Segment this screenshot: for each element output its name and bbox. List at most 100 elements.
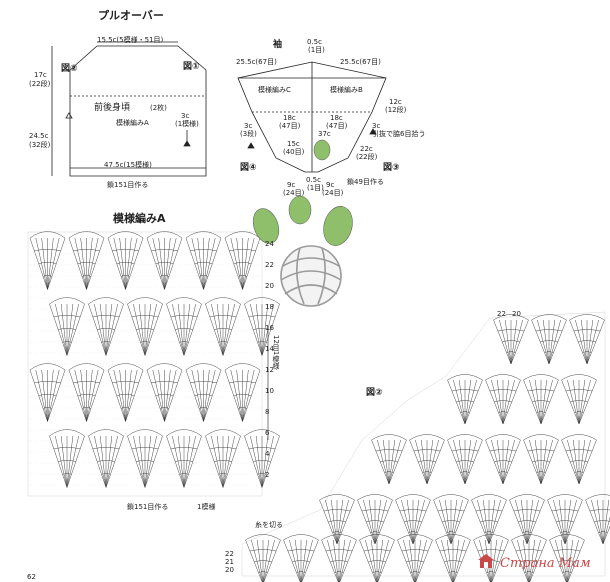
chart-b-motif [371, 434, 407, 485]
sleeve-center-length: 37c [318, 130, 331, 138]
chart-b-motif [447, 434, 483, 485]
yarn-ball-logo [252, 139, 353, 307]
chart-a-one-pattern: 1模様 [197, 503, 216, 511]
sleeve-bottom-left-stitches: (24目) [283, 189, 305, 197]
sleeve-bottom-mid: 0.5c [306, 176, 321, 184]
edge-rows: (1模様) [175, 120, 199, 128]
sleeve-bottom-right-stitches: (24目) [322, 189, 344, 197]
chart-b-motif [493, 314, 529, 365]
sleeve-side-right-rows: (12段) [385, 106, 407, 114]
chart-a-row-number: 12 [265, 366, 274, 374]
sleeve-bottom-left: 9c [287, 181, 296, 189]
sleeve-mid-right-stitches: (47目) [326, 122, 348, 130]
chart-a-motif [107, 231, 144, 290]
fig3-label: 図③ [383, 163, 400, 173]
watermark-text: Страна Мам [500, 556, 591, 571]
sleeve-marker-right [369, 128, 377, 135]
chart-b-motif [561, 374, 597, 425]
chart-b-motif [585, 494, 610, 545]
sleeve-marker-left [247, 142, 255, 149]
chart-b-motif [245, 534, 281, 582]
chart-a-motif [185, 363, 222, 422]
chart-a-motif [205, 429, 241, 488]
chart-a-motif [68, 363, 105, 422]
chart-a-row-number: 8 [265, 408, 270, 416]
sleeve-start-note: 鎖49目作る [347, 178, 384, 186]
chart-b-motif [397, 534, 433, 582]
chart-b-motif [435, 534, 471, 582]
chart-b-motif [523, 434, 559, 485]
stitch-chart-b [241, 311, 610, 582]
chart-a-motif [49, 297, 85, 356]
sleeve-side-left-rows: (3段) [240, 130, 257, 138]
sleeve-outline [237, 61, 387, 173]
chart-b-end-label: 糸を切る [255, 521, 283, 529]
sleeve-inner-left-stitches: (40目) [283, 148, 305, 156]
chart-a-motif [29, 363, 66, 422]
chart-a-motif [146, 231, 183, 290]
chart-a-row-number: 10 [265, 387, 274, 395]
chart-a-row-number: 18 [265, 303, 274, 311]
chart-a-motif [244, 429, 280, 488]
edge-width: 3c [181, 112, 190, 120]
chart-b-motif [523, 374, 559, 425]
sleeve-bottom-right-rows: (22段) [356, 153, 378, 161]
chart-b-row-21: 21 [225, 558, 234, 566]
chart-b-row-20: 20 [225, 566, 234, 574]
chart-b-motif [359, 534, 395, 582]
marker-triangle-left [65, 112, 73, 119]
chart-b-motif [569, 314, 605, 365]
chart-a-motif [166, 297, 202, 356]
chart-b-motif [561, 434, 597, 485]
chart-a-title: 模様編みA [113, 212, 166, 225]
sleeve-bottom-right-w: 9c [326, 181, 335, 189]
sleeve-bottom-right: 22c [360, 145, 373, 153]
chart-b-motif [447, 374, 483, 425]
sleeve-edge-right-note: 引抜で脇6目拾う [372, 130, 426, 138]
sleeve-right-width: 25.5c(67目) [340, 58, 381, 66]
page-number: 62 [27, 573, 36, 581]
chart-a-motif [88, 429, 124, 488]
chart-b-motif [321, 534, 357, 582]
panel-pattern: 模様編みA [116, 119, 149, 127]
chart-b-motif [409, 434, 445, 485]
sleeve-left-width: 25.5c(67目) [236, 58, 277, 66]
chart-b-motif [283, 534, 319, 582]
chart-a-row-number: 16 [265, 324, 274, 332]
chart-a-start-note: 鎖151目作る [127, 503, 169, 511]
chart-b-motif [395, 494, 431, 545]
marker-triangle-right [183, 140, 191, 147]
sleeve-top-width: 0.5c [307, 38, 322, 46]
chart-b-top-22: 22 [497, 310, 506, 318]
shoulder-height: 17c [34, 71, 47, 79]
chart-a-row-number: 24 [265, 240, 274, 248]
sleeve-mid-left: 18c [283, 114, 296, 122]
chart-b-motif [319, 494, 355, 545]
chart-a-motif [166, 429, 202, 488]
chart-a-motif [88, 297, 124, 356]
chart-a-motif [29, 231, 66, 290]
cactus-leaf-icon [252, 139, 353, 246]
sleeve-title: 袖 [273, 40, 283, 50]
chart-a-row-number: 20 [265, 282, 274, 290]
pullover-title: プルオーバー [98, 9, 164, 22]
chart-b-motif [485, 374, 521, 425]
chart-b-motif [471, 494, 507, 545]
chart-b-top-20: 20 [512, 310, 521, 318]
chart-a-repeat-label: 12目1模様 [272, 335, 280, 370]
sleeve-side-left: 3c [244, 122, 253, 130]
watermark-logo-icon [478, 554, 494, 568]
fig1-label: 図① [183, 62, 200, 72]
chart-a-row-number: 4 [265, 450, 270, 458]
chart-b-motif [357, 494, 393, 545]
chart-a-motif [185, 231, 222, 290]
chart-a-motif [146, 363, 183, 422]
sleeve-top-stitches: (1目) [308, 46, 325, 54]
chart-b-motif [433, 494, 469, 545]
chart-b-motif [509, 494, 545, 545]
body-height: 24.5c [29, 132, 49, 140]
chart-b-motif [549, 534, 585, 582]
yarn-ball-icon [280, 245, 342, 307]
chart-a-motif [49, 429, 85, 488]
chart-a-motif [244, 297, 280, 356]
